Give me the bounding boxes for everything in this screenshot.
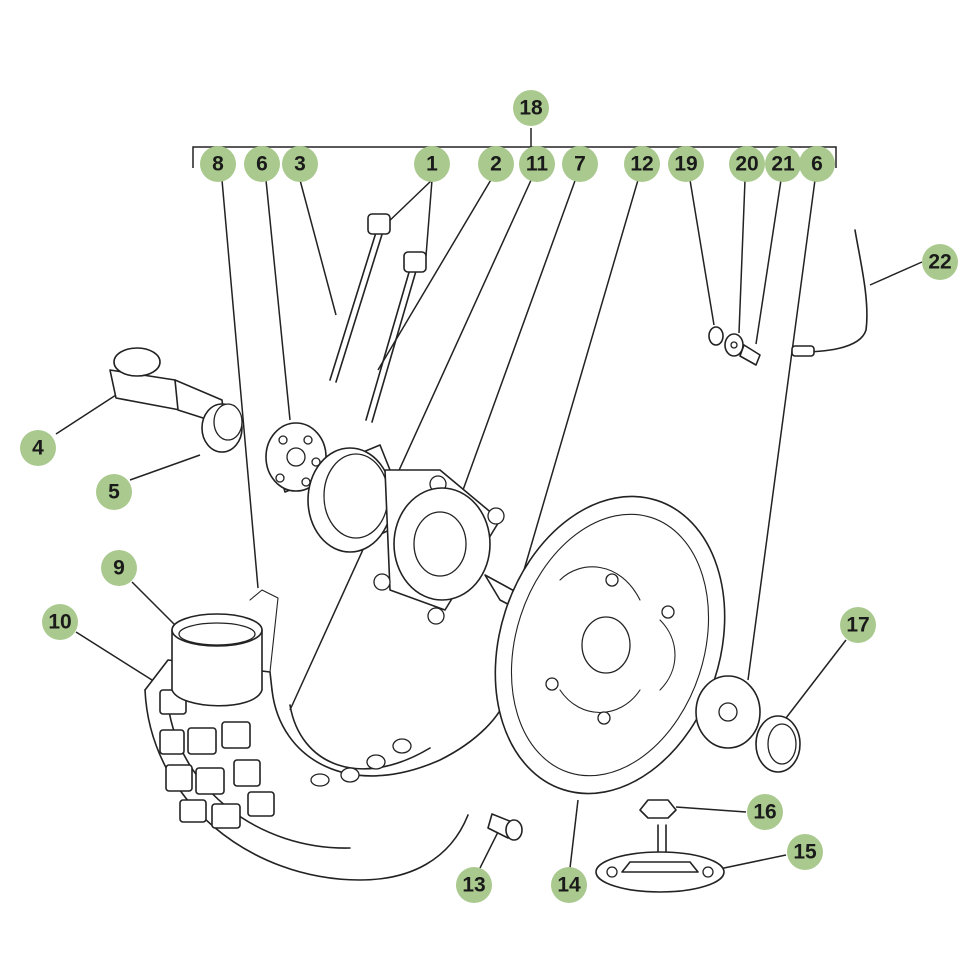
svg-text:22: 22 [928, 251, 951, 274]
svg-text:13: 13 [462, 874, 485, 897]
callout-14: 14 [551, 867, 587, 903]
tyre-and-rim [144, 589, 506, 881]
svg-text:14: 14 [557, 874, 581, 897]
svg-text:8: 8 [212, 153, 224, 176]
callout-13: 13 [456, 867, 492, 903]
svg-text:5: 5 [108, 481, 120, 504]
callout-18: 18 [513, 90, 549, 126]
bearing-left [265, 422, 327, 493]
speedo-drive-parts [708, 326, 761, 366]
callout-15: 15 [787, 834, 823, 870]
svg-text:12: 12 [630, 153, 653, 176]
callout-19: 19 [668, 146, 704, 182]
svg-text:6: 6 [256, 153, 268, 176]
callout-6-left: 6 [244, 146, 280, 182]
callout-11: 11 [519, 146, 555, 182]
svg-text:10: 10 [48, 611, 71, 634]
callout-21: 21 [765, 146, 801, 182]
callout-9: 9 [101, 550, 137, 586]
svg-text:18: 18 [519, 97, 543, 120]
svg-text:2: 2 [490, 153, 502, 176]
brake-drum-seal [307, 444, 411, 553]
callout-6-right: 6 [799, 146, 835, 182]
wheel-hub [373, 469, 505, 625]
spacer [201, 403, 243, 453]
svg-text:19: 19 [674, 153, 697, 176]
svg-text:21: 21 [771, 153, 795, 176]
callout-5: 5 [96, 474, 132, 510]
svg-text:16: 16 [753, 801, 776, 824]
svg-text:3: 3 [294, 153, 306, 176]
callout-3: 3 [282, 146, 318, 182]
callout-badges: 18 8 6 3 1 2 11 7 12 19 20 21 6 22 4 5 9… [20, 90, 958, 903]
spokes [329, 213, 427, 423]
brake-disc [494, 495, 726, 795]
svg-text:4: 4 [32, 437, 44, 460]
svg-text:6: 6 [811, 153, 823, 176]
callout-22: 22 [922, 244, 958, 280]
callout-4: 4 [20, 430, 56, 466]
callout-1: 1 [414, 146, 450, 182]
callout-16: 16 [747, 794, 783, 830]
svg-text:7: 7 [574, 153, 586, 176]
stud-plate [595, 824, 725, 893]
callout-20: 20 [729, 146, 765, 182]
nut [639, 799, 677, 819]
spacer-right [755, 715, 801, 773]
svg-text:9: 9 [113, 557, 125, 580]
bolt [487, 813, 523, 841]
svg-text:1: 1 [426, 153, 438, 176]
svg-text:15: 15 [793, 841, 817, 864]
svg-text:17: 17 [846, 614, 869, 637]
callout-12: 12 [624, 146, 660, 182]
callout-2: 2 [478, 146, 514, 182]
speedo-cable [791, 229, 868, 357]
assembly-bracket [192, 128, 837, 168]
callout-8: 8 [200, 146, 236, 182]
callout-10: 10 [42, 604, 78, 640]
callout-7: 7 [562, 146, 598, 182]
svg-text:20: 20 [735, 153, 758, 176]
bearing-right [695, 675, 761, 749]
callout-17: 17 [840, 607, 876, 643]
svg-text:11: 11 [526, 153, 549, 176]
